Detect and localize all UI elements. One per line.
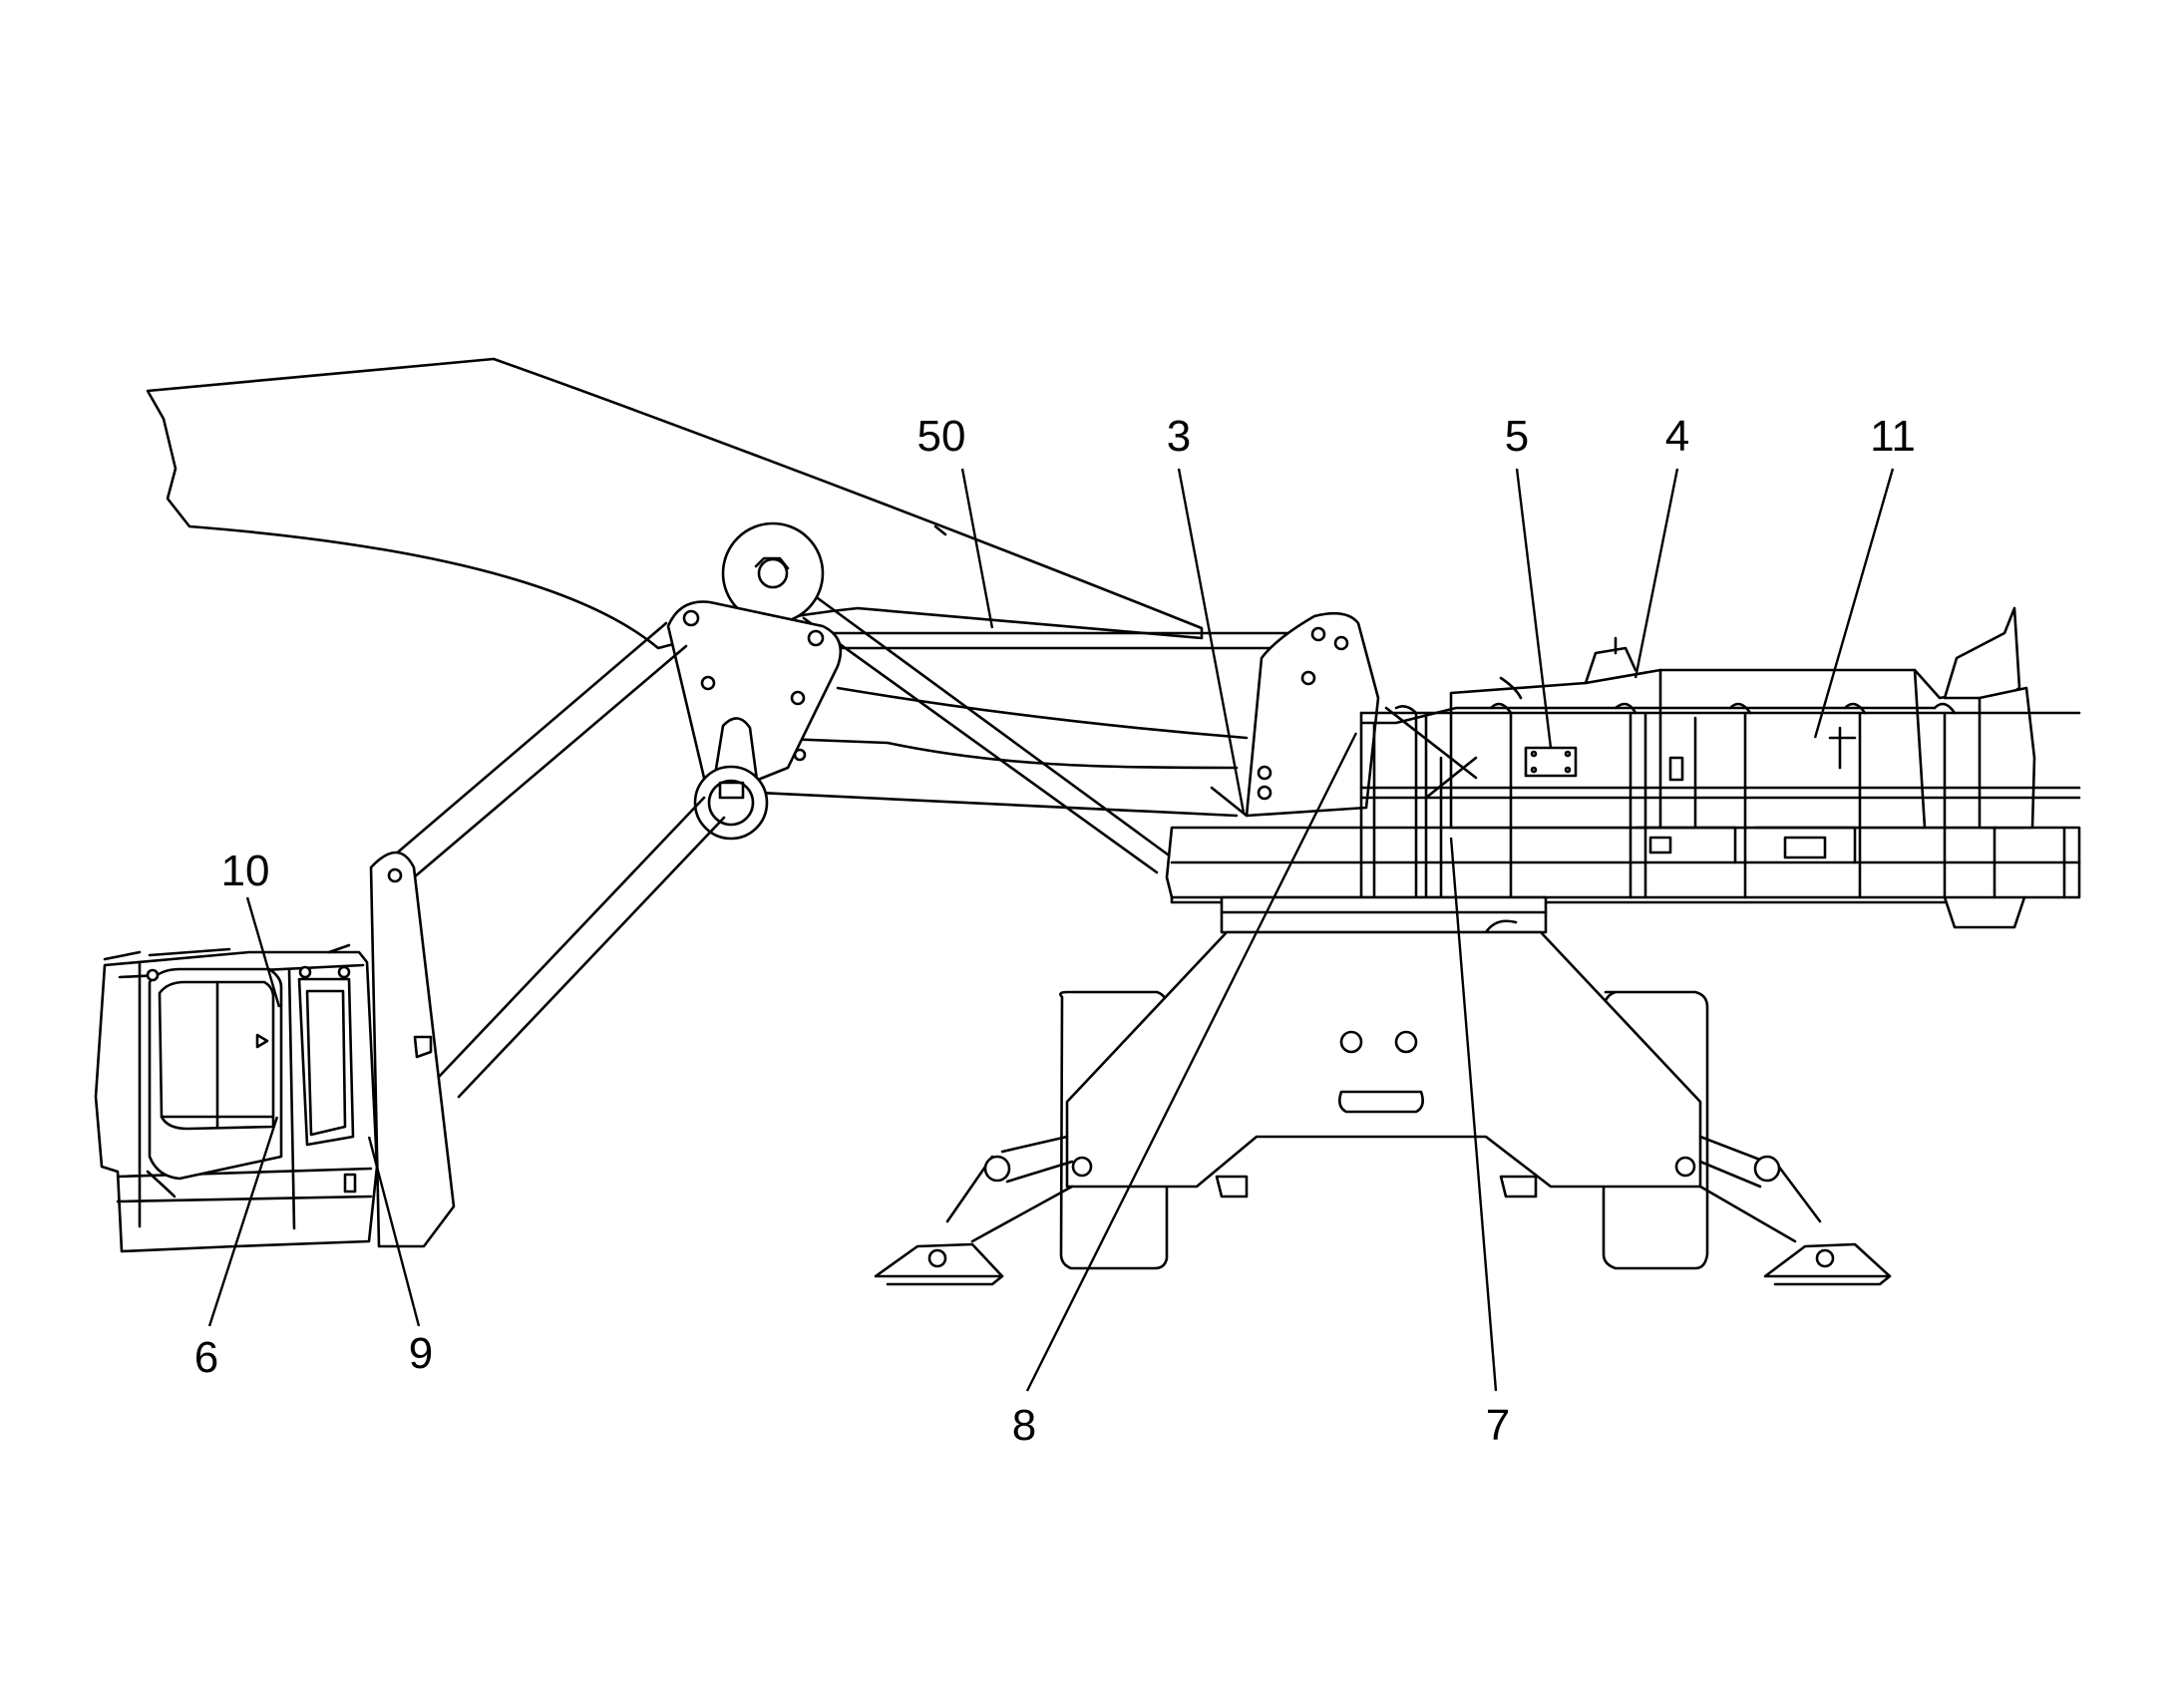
handrails	[1170, 676, 2081, 929]
leader-9	[367, 1136, 421, 1327]
callout-8: 8	[1012, 1401, 1036, 1450]
callout-5: 5	[1505, 412, 1529, 461]
stick-arm	[146, 357, 1204, 650]
callout-3: 3	[1167, 412, 1191, 461]
callout-7: 7	[1486, 1401, 1510, 1450]
boom-frame	[666, 596, 1380, 874]
callout-50: 50	[917, 412, 966, 461]
callout-10: 10	[221, 847, 270, 895]
callout-4: 4	[1665, 412, 1689, 461]
leader-lines	[207, 468, 1895, 1392]
undercarriage	[874, 895, 1892, 1286]
callout-9: 9	[409, 1329, 433, 1378]
callout-labels: 50 3 5 4 11 10 6 9 8 7	[194, 412, 1916, 1450]
leader-4	[1634, 468, 1679, 679]
leader-8	[1025, 732, 1358, 1392]
leader-11	[1813, 468, 1895, 739]
leader-6	[207, 1116, 279, 1327]
leader-50	[960, 468, 994, 629]
cab-support-arm	[369, 621, 726, 1248]
callout-6: 6	[194, 1333, 218, 1382]
leader-3	[1177, 468, 1246, 814]
callout-11: 11	[1870, 412, 1916, 461]
leader-5	[1515, 468, 1553, 749]
operator-cab	[94, 943, 379, 1253]
leader-10	[245, 896, 281, 1008]
leader-7	[1449, 837, 1498, 1392]
